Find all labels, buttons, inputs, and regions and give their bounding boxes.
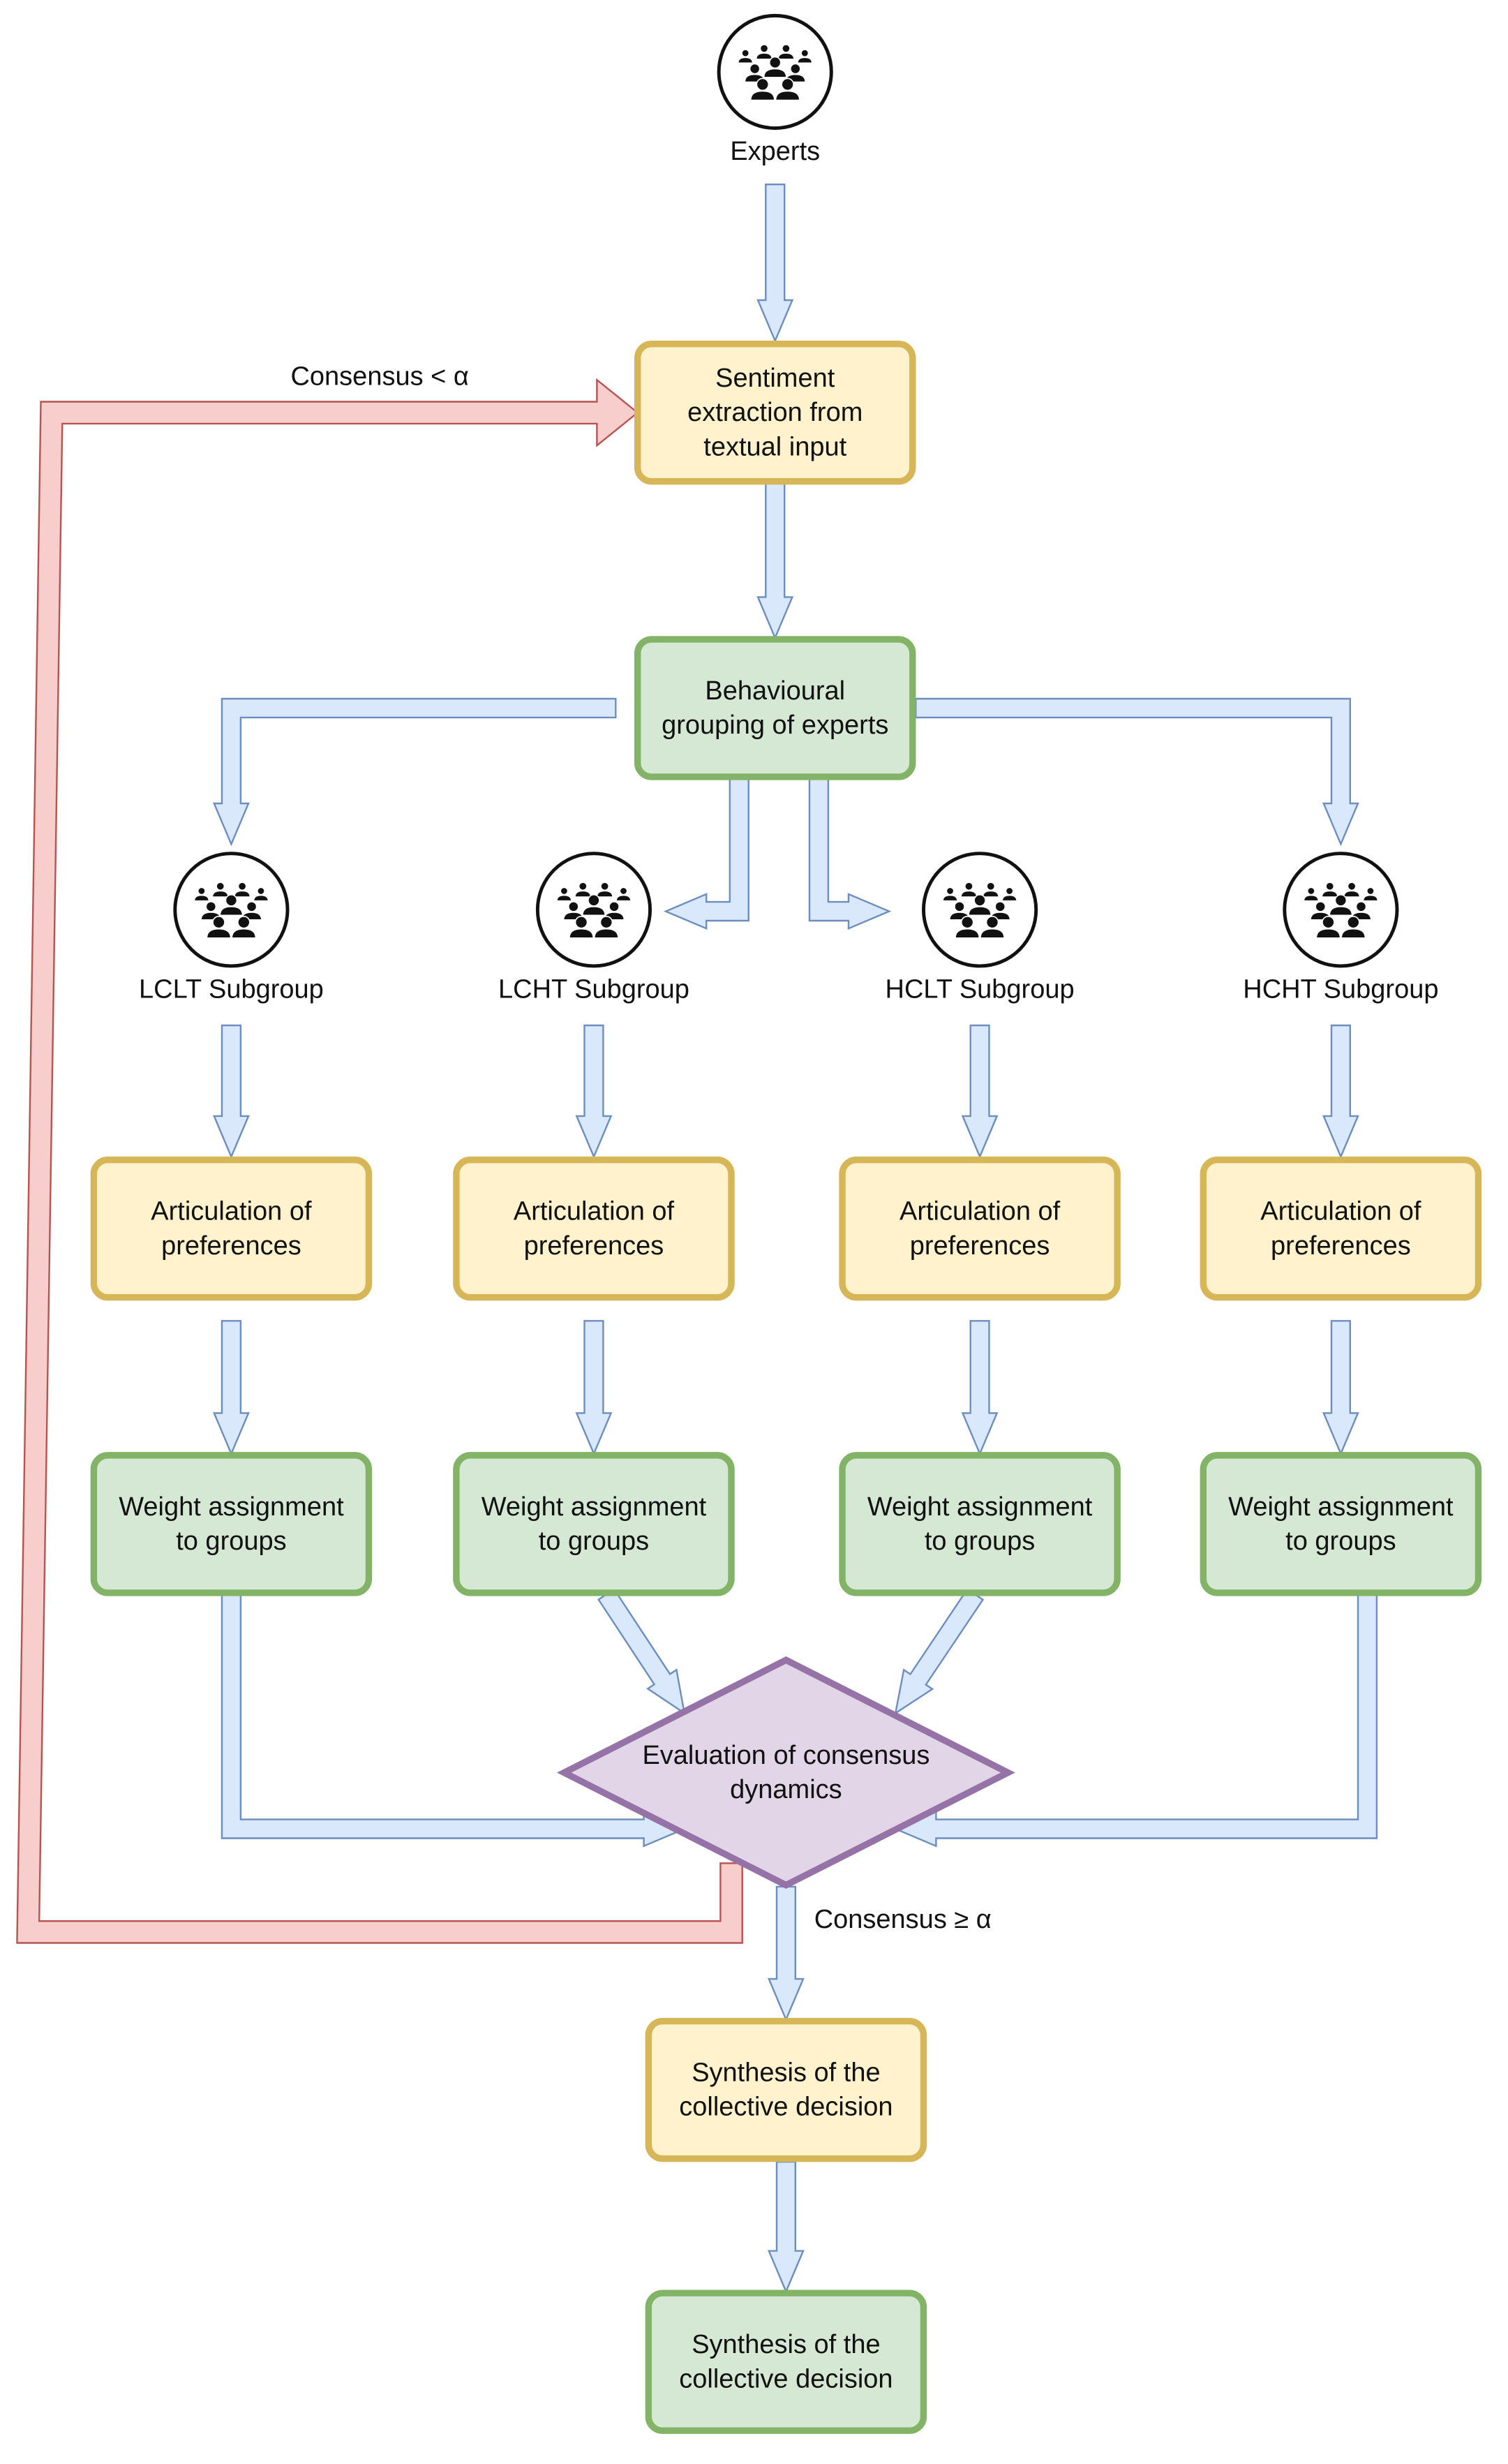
arrow-grouping-to-hcht xyxy=(915,697,1359,847)
consensus-pass-label: Consensus ≥ α xyxy=(814,1905,992,1934)
articulation-box-hcht-shape xyxy=(1200,1156,1482,1301)
articulation-box-hcht-text-line-1: Articulation of xyxy=(1260,1197,1421,1226)
arrow-hcht-to-articulation xyxy=(1322,1024,1359,1159)
weight-box-lcht-text-line-2: to groups xyxy=(539,1527,649,1556)
arrow-evaluation-to-synthesis xyxy=(767,1885,805,2022)
sentiment-box: Sentiment extraction from textual input xyxy=(634,340,916,485)
sentiment-box-text-line-2: extraction from xyxy=(687,398,863,427)
labels-layer: Consensus < α Consensus ≥ α xyxy=(290,362,991,1934)
articulation-box-lcht-text-line-2: preferences xyxy=(524,1231,664,1261)
arrow-consensus-loop xyxy=(16,378,743,1944)
experts-icon: Experts xyxy=(717,13,833,166)
weight-box-hclt-shape xyxy=(839,1452,1121,1596)
articulation-box-lcht: Articulation of preferences xyxy=(453,1156,735,1301)
synthesis-box-1: Synthesis of the collective decision xyxy=(645,2017,927,2162)
synthesis-box-2-text-line-2: collective decision xyxy=(679,2364,893,2394)
arrow-synthesis-to-synthesis xyxy=(767,2160,805,2294)
evaluation-text-line-2: dynamics xyxy=(730,1775,842,1804)
subgroup-lcht-icon: LCHT Subgroup xyxy=(498,852,689,1004)
arrow-grouping-to-lcht xyxy=(663,777,749,930)
subgroup-hclt-icon-label: HCLT Subgroup xyxy=(886,975,1075,1004)
subgroup-lcht-icon-label: LCHT Subgroup xyxy=(498,975,689,1004)
arrow-lclt-articulation-to-weight xyxy=(212,1320,250,1456)
articulation-box-lclt: Articulation of preferences xyxy=(90,1156,373,1301)
grouping-box: Behavioural grouping of experts xyxy=(634,636,916,780)
arrows-layer xyxy=(16,184,1378,2294)
weight-box-lclt-shape xyxy=(90,1452,373,1596)
subgroup-hclt-icon: HCLT Subgroup xyxy=(886,852,1075,1004)
articulation-box-hclt-shape xyxy=(839,1156,1121,1301)
synthesis-box-1-shape xyxy=(645,2017,927,2162)
evaluation-diamond-shape xyxy=(557,1656,1015,1889)
weight-box-hclt-text-line-2: to groups xyxy=(925,1527,1035,1556)
arrow-lclt-to-articulation xyxy=(212,1024,250,1159)
articulation-box-lcht-text-line-1: Articulation of xyxy=(514,1197,675,1226)
articulation-box-hclt: Articulation of preferences xyxy=(839,1156,1121,1301)
weight-box-lcht: Weight assignment to groups xyxy=(453,1452,735,1596)
consensus-loop-label: Consensus < α xyxy=(290,362,468,392)
sentiment-box-text-line-1: Sentiment xyxy=(715,364,835,393)
articulation-box-hcht-text-line-2: preferences xyxy=(1271,1231,1411,1261)
sentiment-box-shape xyxy=(634,340,916,485)
subgroup-hcht-icon-label: HCHT Subgroup xyxy=(1243,975,1438,1004)
weight-box-lclt: Weight assignment to groups xyxy=(90,1452,373,1596)
articulation-box-hclt-text-line-2: preferences xyxy=(910,1231,1050,1261)
weight-box-lcht-text-line-1: Weight assignment xyxy=(481,1492,707,1522)
arrow-hcht-articulation-to-weight xyxy=(1322,1320,1359,1456)
articulation-box-hclt-text-line-1: Articulation of xyxy=(899,1197,1061,1226)
arrow-lclt-weight-to-evaluation xyxy=(221,1593,687,1848)
weight-box-hclt: Weight assignment to groups xyxy=(839,1452,1121,1596)
synthesis-box-2-shape xyxy=(645,2289,927,2434)
arrow-hclt-to-articulation xyxy=(961,1024,999,1159)
articulation-box-hcht: Articulation of preferences xyxy=(1200,1156,1482,1301)
articulation-box-lclt-shape xyxy=(90,1156,373,1301)
arrow-hcht-weight-to-evaluation xyxy=(893,1593,1378,1848)
subgroup-lclt-icon: LCLT Subgroup xyxy=(139,852,324,1004)
weight-box-lclt-text-line-1: Weight assignment xyxy=(119,1492,344,1522)
articulation-box-lcht-shape xyxy=(453,1156,735,1301)
articulation-box-lclt-text-line-1: Articulation of xyxy=(151,1197,312,1226)
arrow-grouping-to-hclt xyxy=(808,777,892,930)
arrow-hclt-articulation-to-weight xyxy=(961,1320,999,1456)
arrow-experts-to-sentiment xyxy=(756,184,794,343)
arrow-hclt-weight-to-evaluation xyxy=(894,1588,985,1715)
grouping-box-text-line-1: Behavioural xyxy=(705,676,845,706)
synthesis-box-2-text-line-1: Synthesis of the xyxy=(692,2330,880,2359)
evaluation-text-line-1: Evaluation of consensus xyxy=(642,1741,930,1770)
weight-box-hcht-text-line-2: to groups xyxy=(1285,1527,1396,1556)
synthesis-box-1-text-line-1: Synthesis of the xyxy=(692,2058,880,2087)
weight-box-hcht: Weight assignment to groups xyxy=(1200,1452,1482,1596)
grouping-box-text-line-2: grouping of experts xyxy=(662,711,888,740)
arrow-sentiment-to-grouping xyxy=(756,482,794,640)
weight-box-lclt-text-line-2: to groups xyxy=(176,1527,286,1556)
experts-icon-label: Experts xyxy=(730,137,820,166)
arrow-grouping-to-lclt xyxy=(212,697,617,847)
articulation-box-lclt-text-line-2: preferences xyxy=(161,1231,301,1261)
weight-box-hcht-shape xyxy=(1200,1452,1482,1596)
synthesis-box-1-text-line-2: collective decision xyxy=(679,2093,893,2122)
grouping-box-shape xyxy=(634,636,916,780)
weight-box-hclt-text-line-1: Weight assignment xyxy=(867,1492,1093,1522)
weight-box-hcht-text-line-1: Weight assignment xyxy=(1228,1492,1454,1522)
evaluation-diamond: Evaluation of consensus dynamics xyxy=(557,1656,1015,1889)
synthesis-box-2: Synthesis of the collective decision xyxy=(645,2289,927,2434)
subgroup-lclt-icon-label: LCLT Subgroup xyxy=(139,975,324,1004)
arrow-lcht-to-articulation xyxy=(575,1024,613,1159)
weight-box-lcht-shape xyxy=(453,1452,735,1596)
arrow-lcht-weight-to-evaluation xyxy=(597,1588,686,1715)
arrow-lcht-articulation-to-weight xyxy=(575,1320,613,1456)
sentiment-box-text-line-3: textual input xyxy=(703,432,846,461)
subgroup-hcht-icon: HCHT Subgroup xyxy=(1243,852,1438,1004)
